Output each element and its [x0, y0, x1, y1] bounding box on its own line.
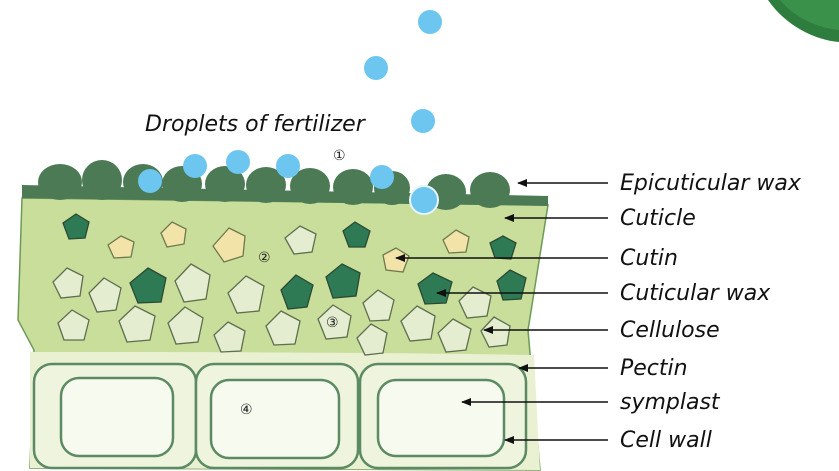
- diagram-title: Droplets of fertilizer: [145, 112, 367, 137]
- droplet: [410, 186, 438, 214]
- marker-4: ④: [240, 402, 253, 418]
- droplet: [364, 56, 388, 80]
- label-epicuticular-wax: Epicuticular wax: [620, 171, 802, 196]
- label-cuticle: Cuticle: [620, 206, 696, 231]
- label-symplast: symplast: [620, 390, 721, 415]
- legend-labels: Epicuticular wax Cuticle Cutin Cuticular…: [620, 171, 802, 453]
- label-cellulose: Cellulose: [620, 318, 720, 343]
- falling-droplets: [364, 10, 442, 133]
- droplet: [138, 169, 162, 193]
- label-cutin: Cutin: [620, 246, 678, 271]
- droplet: [226, 150, 250, 174]
- droplet: [276, 154, 300, 178]
- cell-symplast: [211, 380, 339, 458]
- droplet: [183, 154, 207, 178]
- marker-1: ①: [333, 148, 346, 164]
- droplet: [411, 109, 435, 133]
- cell-symplast: [61, 378, 173, 456]
- label-cuticular-wax: Cuticular wax: [620, 281, 771, 306]
- leaf-corner-image: [768, 0, 839, 42]
- label-pectin: Pectin: [620, 356, 688, 381]
- droplet: [370, 165, 394, 189]
- marker-3: ③: [326, 315, 339, 331]
- marker-2: ②: [258, 250, 271, 266]
- cell-symplast: [378, 380, 504, 456]
- droplet: [418, 10, 442, 34]
- cells: [34, 364, 526, 468]
- label-cell-wall: Cell wall: [620, 428, 712, 453]
